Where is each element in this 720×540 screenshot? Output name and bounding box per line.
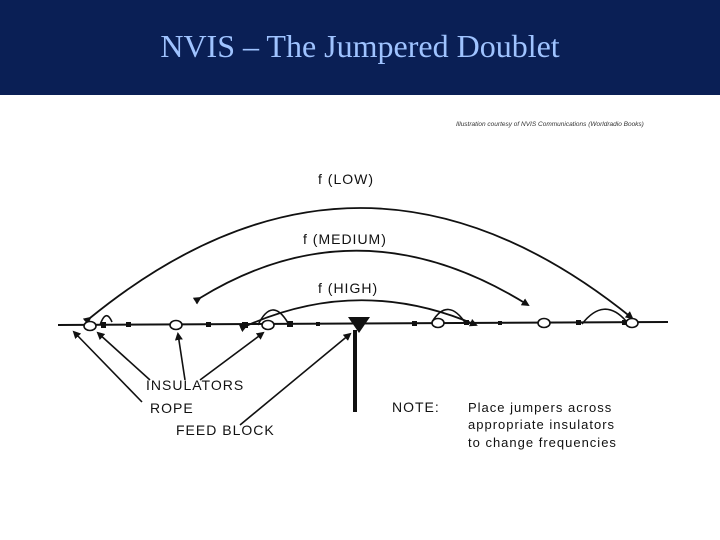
jumper-loop	[431, 308, 467, 325]
arc-low	[82, 207, 634, 325]
insulator	[537, 317, 551, 329]
leader-insulators-2	[174, 332, 186, 381]
leader-feed-block	[239, 332, 352, 426]
label-feed-block: FEED BLOCK	[176, 422, 275, 438]
jumper-clips	[101, 320, 627, 328]
note-line-3: to change frequencies	[468, 435, 617, 450]
insulator	[169, 319, 183, 331]
jumper-loop	[257, 309, 289, 326]
insulator	[83, 320, 97, 332]
label-rope: ROPE	[150, 400, 194, 416]
note-line-1: Place jumpers across	[468, 400, 612, 415]
feedline	[353, 330, 357, 412]
illustration-credit: Illustration courtesy of NVIS Communicat…	[456, 121, 644, 128]
label-insulators: INSULATORS	[146, 377, 244, 393]
arc-high	[238, 299, 478, 333]
insulator	[261, 319, 275, 331]
leader-insulators-1	[96, 331, 151, 381]
leader-insulators-3	[199, 331, 265, 381]
arc-medium	[192, 249, 530, 307]
note-line-2: appropriate insulators	[468, 417, 615, 432]
jumper-loop	[581, 308, 627, 325]
note-label: NOTE:	[392, 399, 440, 415]
leader-rope	[72, 330, 143, 403]
label-freq-low: f (LOW)	[318, 171, 374, 187]
insulator	[431, 317, 445, 329]
slide-title: NVIS – The Jumpered Doublet	[160, 28, 560, 64]
insulator	[625, 317, 639, 329]
label-freq-medium: f (MEDIUM)	[303, 231, 387, 247]
jumpered-doublet-diagram: f (LOW) f (MEDIUM) f (HIGH) INSULATORS R…	[57, 171, 669, 450]
title-bar: NVIS – The Jumpered Doublet	[0, 0, 720, 95]
label-freq-high: f (HIGH)	[318, 280, 378, 296]
feed-block	[348, 317, 370, 333]
